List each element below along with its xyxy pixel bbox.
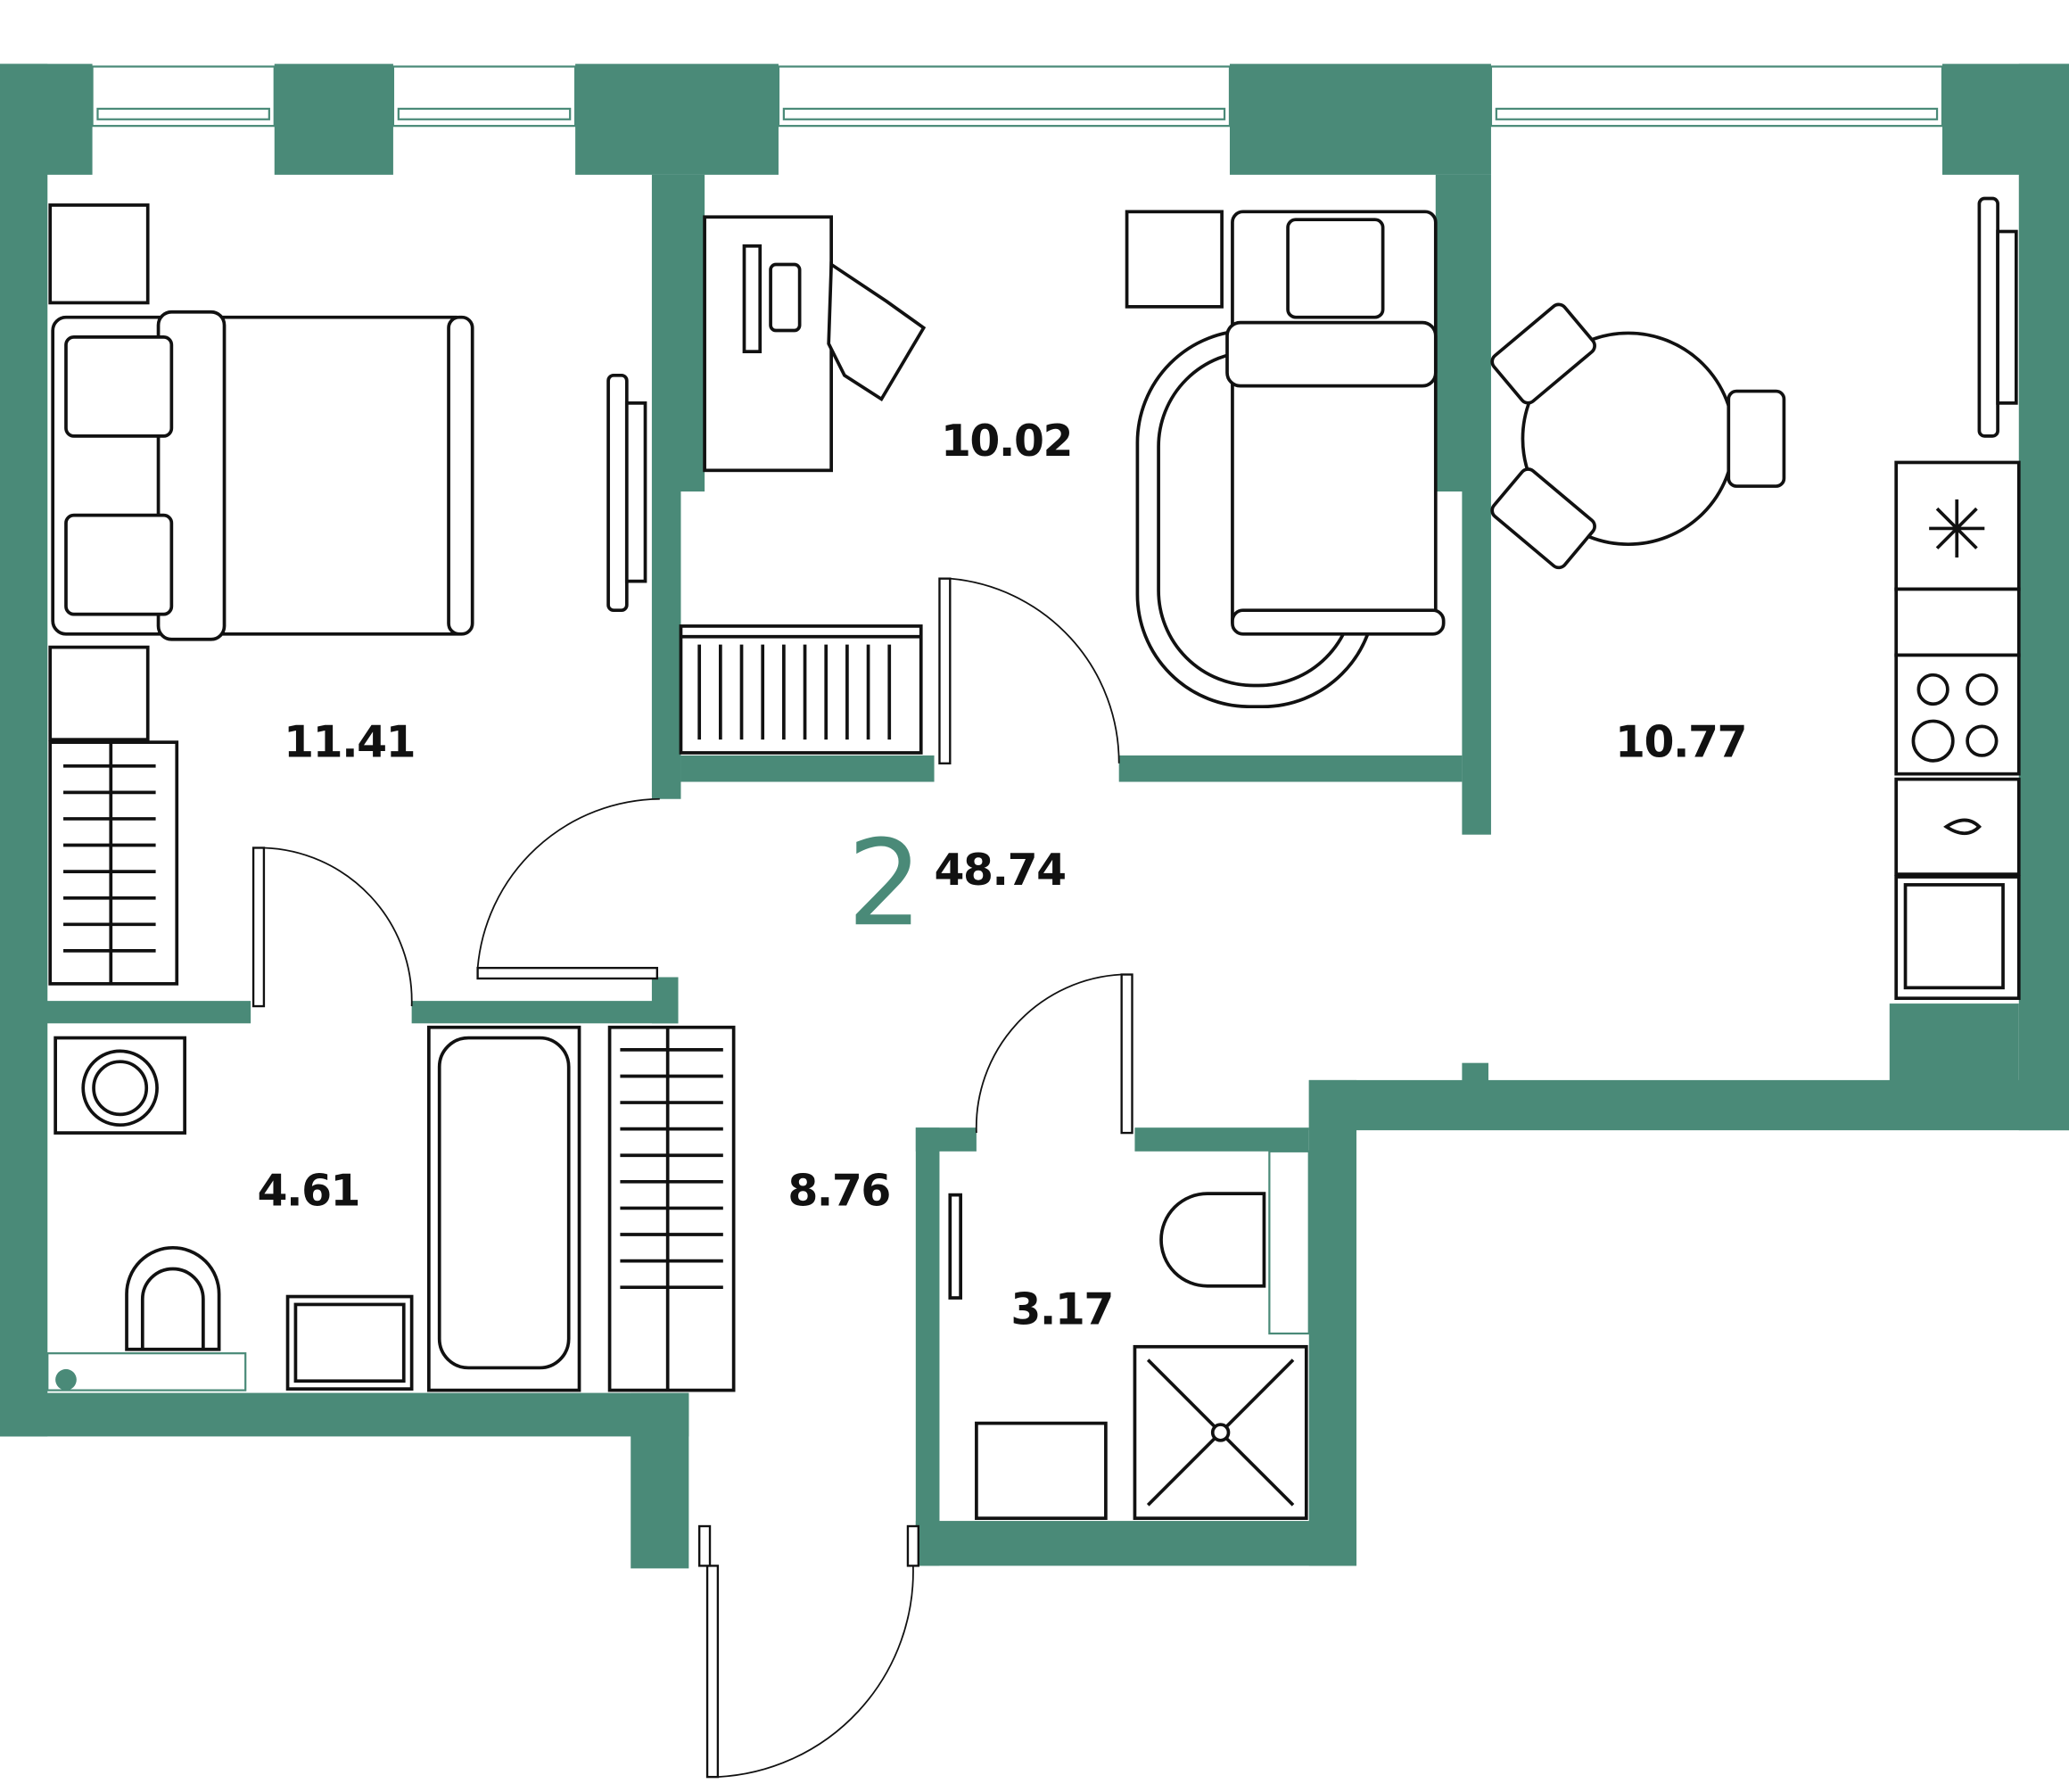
radiator <box>48 740 179 986</box>
total-area: 48.74 <box>935 845 1066 896</box>
room-count: 2 <box>847 814 923 953</box>
radiator-2 <box>679 624 923 755</box>
area-bathroom: 4.61 <box>258 1165 360 1216</box>
toilet-2 <box>1159 1192 1266 1288</box>
bathtub <box>427 1025 581 1392</box>
windows <box>91 65 1944 128</box>
area-bedroom-large: 11.41 <box>284 716 415 767</box>
kitchen-furniture <box>1490 196 2021 1061</box>
shower-room-furniture <box>948 1150 1310 1520</box>
bathroom-furniture <box>46 1025 736 1392</box>
tv <box>606 373 629 613</box>
sink <box>1894 875 2021 1001</box>
desk <box>703 215 833 473</box>
area-shower-room: 3.17 <box>1010 1284 1113 1335</box>
area-bedroom-small: 10.02 <box>941 416 1072 467</box>
toilet <box>125 1245 221 1351</box>
washing-machine <box>54 1036 186 1135</box>
area-hallway: 8.76 <box>787 1165 890 1216</box>
chair <box>827 261 927 402</box>
area-kitchen: 10.77 <box>1615 716 1746 767</box>
bedroom-large-furniture <box>48 203 647 986</box>
fridge <box>1894 460 2021 591</box>
doors <box>251 577 1133 1779</box>
bedroom-small-furniture <box>679 210 1446 755</box>
stove <box>1894 653 2021 776</box>
walls <box>0 63 2069 1569</box>
